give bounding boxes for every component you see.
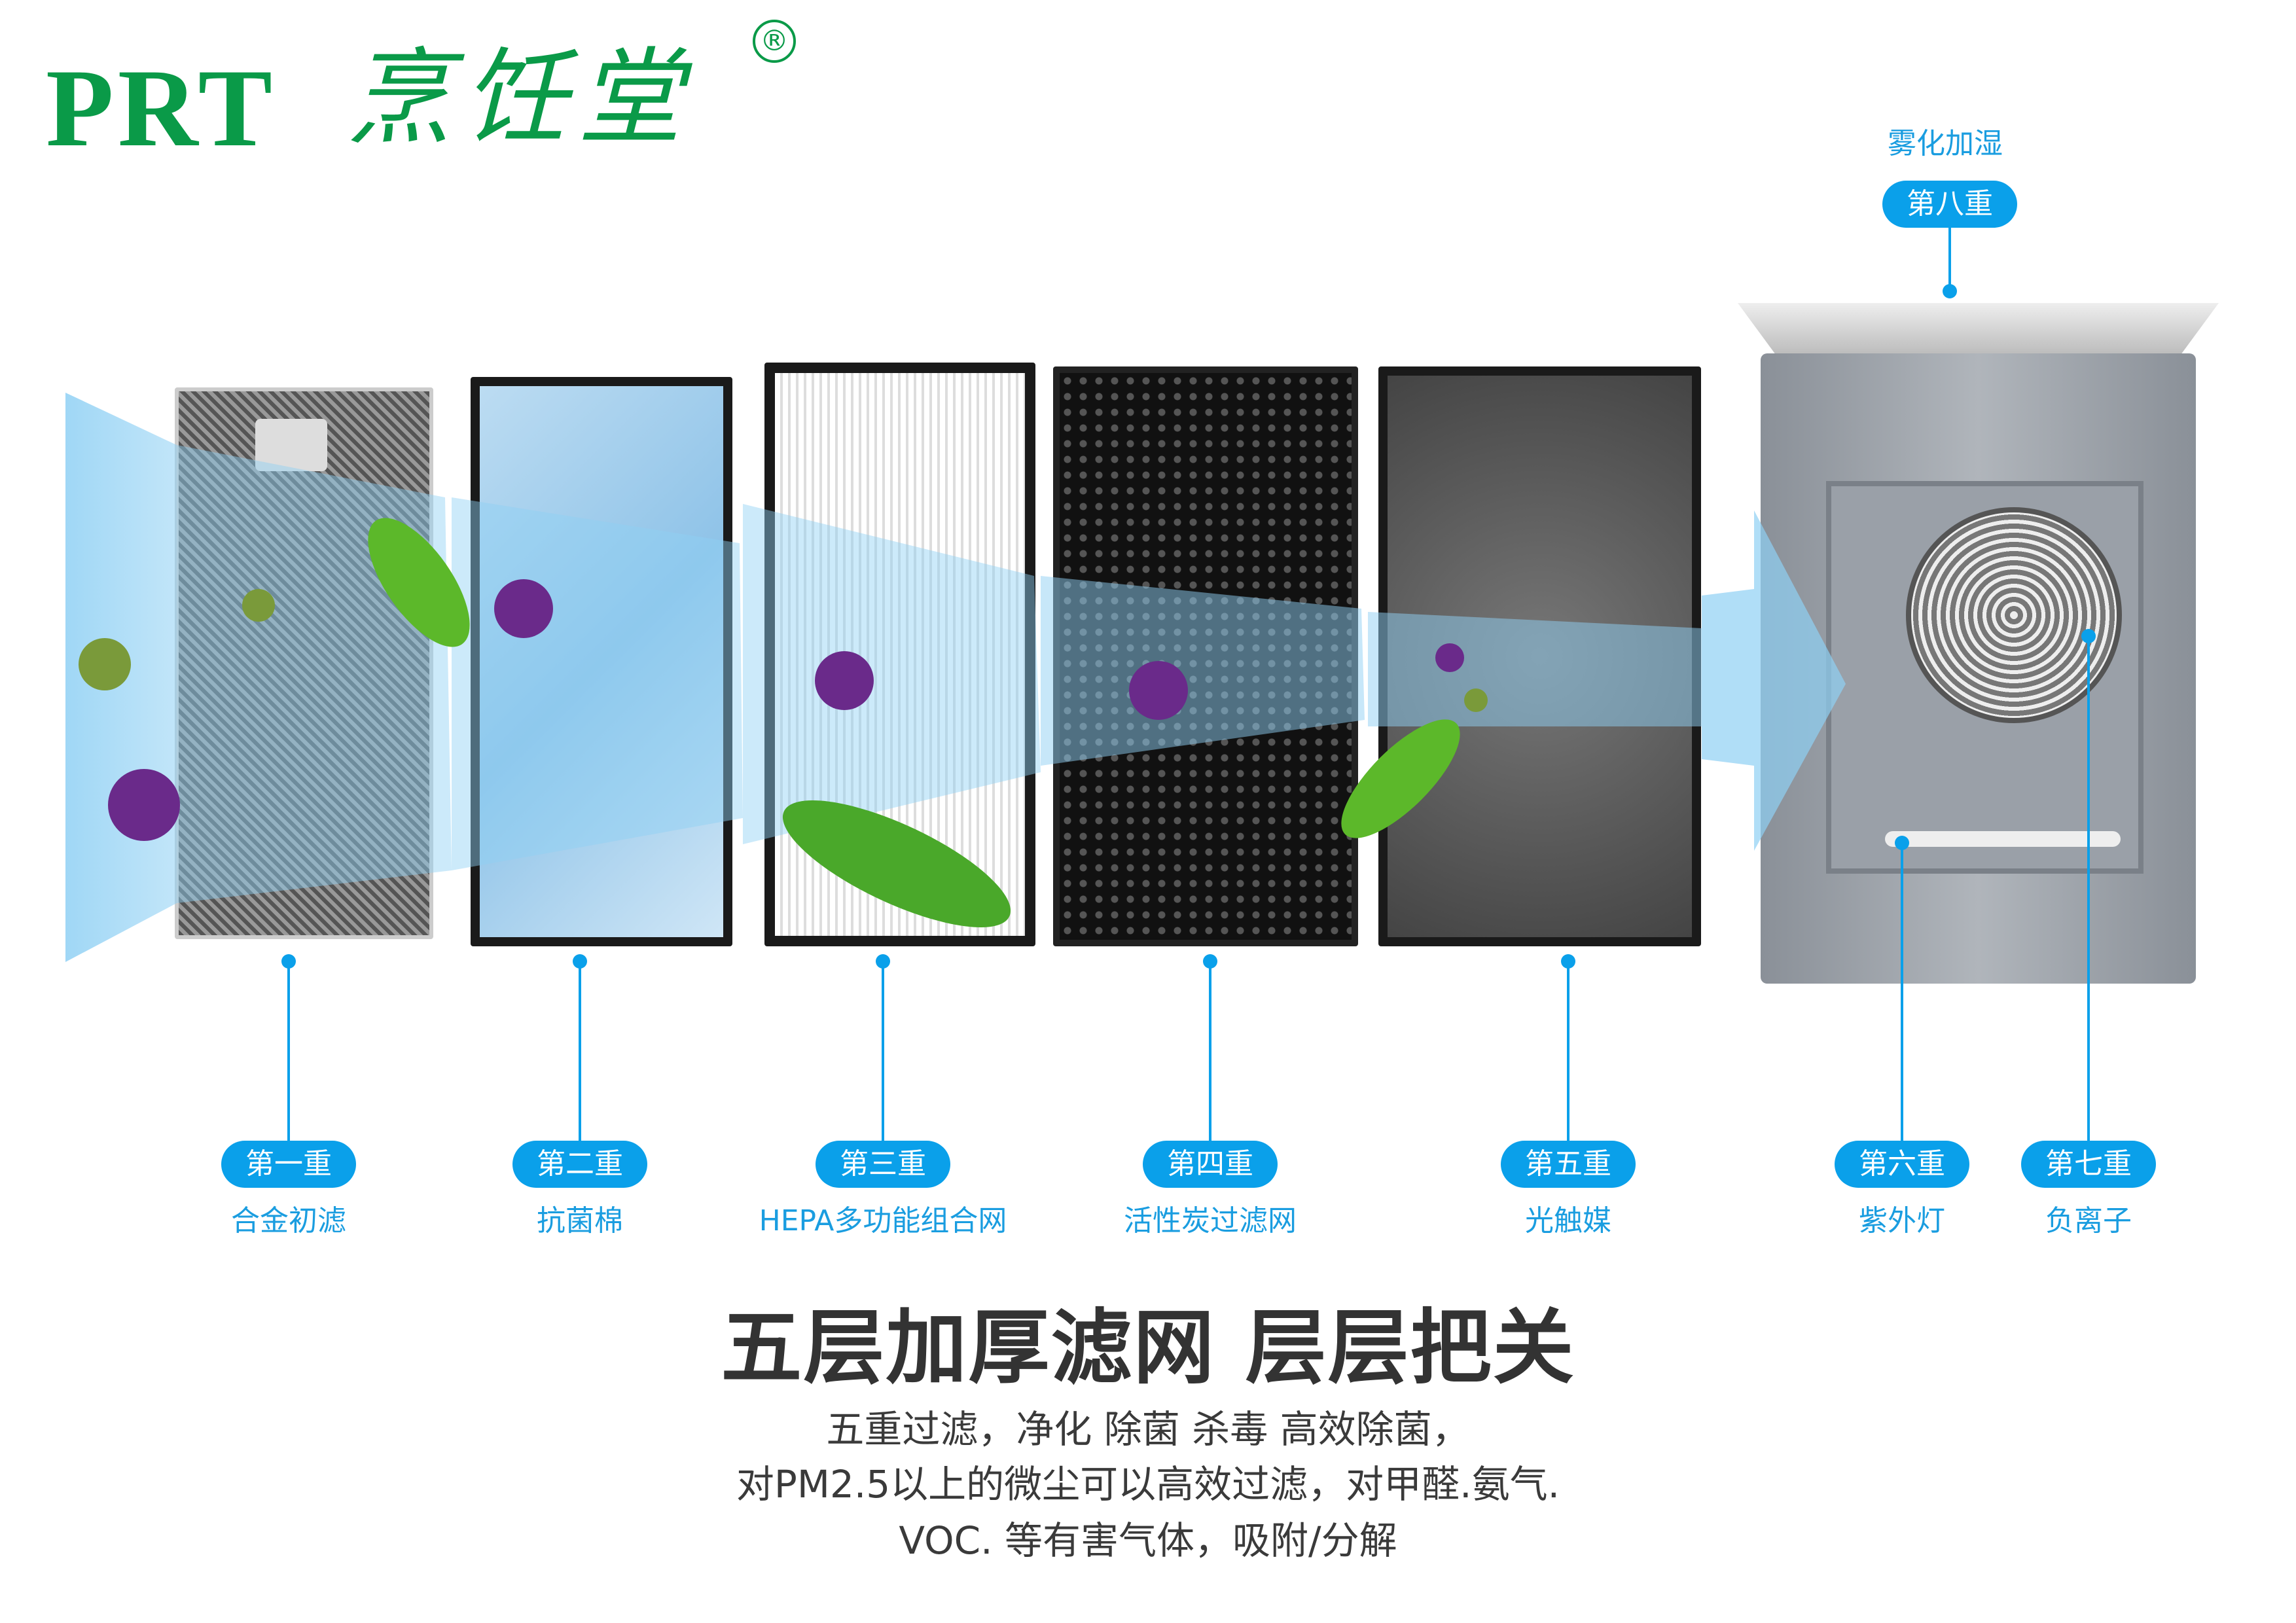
description-line: 对PM2.5以上的微尘可以高效过滤，对甲醛.氨气. [736, 1462, 1560, 1507]
headline: 五层加厚滤网 层层把关 [721, 1301, 1575, 1395]
connector-line [2087, 636, 2090, 1142]
layer-6-pill: 第六重 [1835, 1141, 1969, 1188]
filter-alloy [175, 387, 433, 939]
connector-line [579, 961, 581, 1142]
layer-6-name: 紫外灯 [1859, 1204, 1945, 1238]
layer-8-pill: 第八重 [1882, 181, 2017, 228]
layer-7-pill: 第七重 [2021, 1141, 2156, 1188]
description-line: VOC. 等有害气体，吸附/分解 [899, 1518, 1397, 1563]
logo-prt: PRT [46, 46, 277, 169]
layer-1-pill: 第一重 [221, 1141, 356, 1188]
layer-3-pill: 第三重 [816, 1141, 950, 1188]
connector-line [1901, 843, 1903, 1142]
filter-handle [255, 419, 327, 471]
uv-lamp-icon [1885, 831, 2121, 847]
layer-8-caption: 雾化加湿 [1888, 127, 2003, 160]
description-line: 五重过滤，净化 除菌 杀毒 高效除菌， [826, 1407, 1470, 1452]
purifier-top [1738, 303, 2219, 355]
layer-1-name: 合金初滤 [231, 1204, 346, 1238]
layer-4-pill: 第四重 [1143, 1141, 1278, 1188]
registered-mark: ® [753, 20, 796, 63]
connector-line [287, 961, 290, 1142]
connector-dot [1943, 284, 1957, 298]
layer-2-pill: 第二重 [512, 1141, 647, 1188]
layer-4-name: 活性炭过滤网 [1124, 1204, 1297, 1238]
layer-5-name: 光触媒 [1525, 1204, 1611, 1238]
layer-2-name: 抗菌棉 [537, 1204, 623, 1238]
layer-7-name: 负离子 [2045, 1204, 2132, 1238]
layer-3-name: HEPA多功能组合网 [759, 1204, 1007, 1238]
connector-line [1209, 961, 1211, 1142]
fan-icon [1906, 507, 2122, 723]
layer-5-pill: 第五重 [1501, 1141, 1636, 1188]
filter-antibacterial-cotton [471, 377, 732, 946]
connector-line [1948, 228, 1951, 291]
logo-chinese: 烹饪堂 [347, 37, 693, 159]
connector-line [882, 961, 884, 1142]
particles [79, 579, 1488, 841]
connector-line [1567, 961, 1570, 1142]
